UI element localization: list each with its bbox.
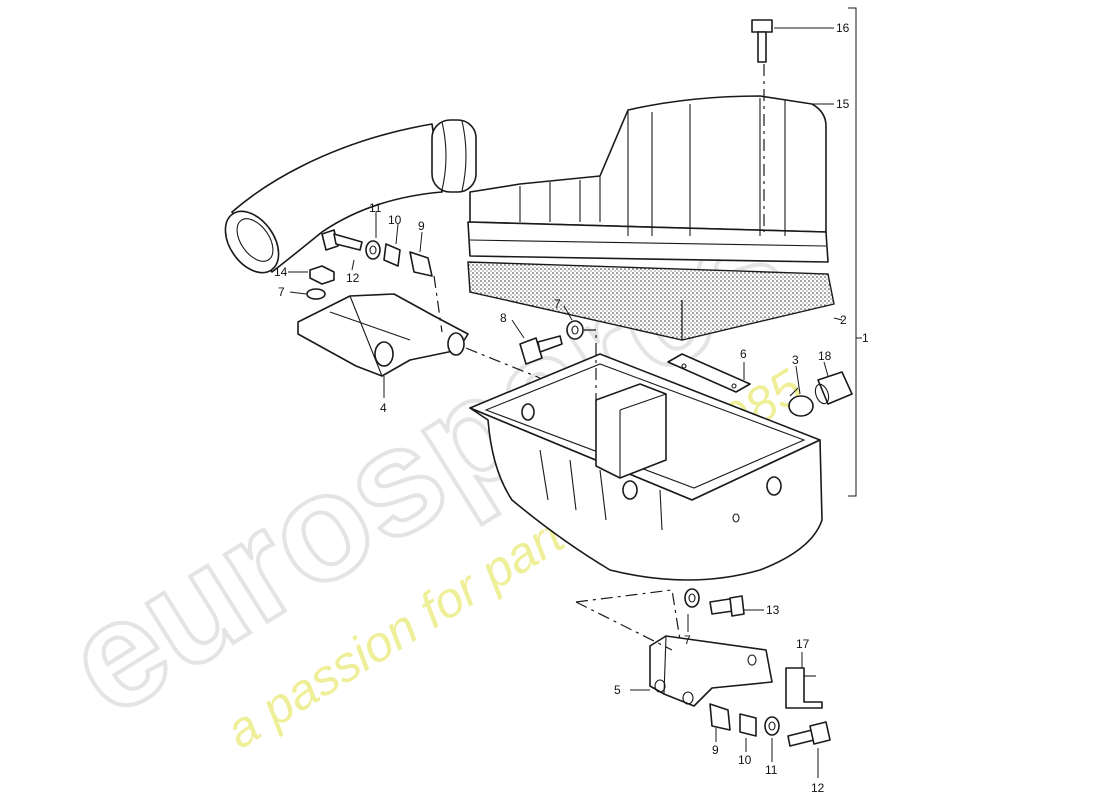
callout-11-upper: 11 [369, 201, 382, 215]
callout-4: 4 [380, 401, 387, 415]
callout-15: 15 [836, 97, 850, 111]
callout-9-lower: 9 [712, 743, 719, 757]
gasket [667, 353, 751, 393]
callout-1: 1 [862, 331, 869, 345]
callout-11-lower: 11 [765, 763, 778, 777]
intake-duct [224, 119, 477, 274]
callout-9-upper: 9 [418, 219, 425, 233]
mount-bracket-right [649, 635, 773, 707]
small-parts [306, 19, 853, 747]
mount-bracket-left [297, 293, 469, 377]
callout-16: 16 [836, 21, 850, 35]
leader-lines [288, 27, 843, 778]
callout-8: 8 [500, 311, 507, 325]
callout-10-upper: 10 [388, 213, 402, 227]
callout-3: 3 [792, 353, 799, 367]
callout-18: 18 [818, 349, 832, 363]
callout-12-upper: 12 [346, 271, 360, 285]
upper-housing [467, 95, 829, 263]
callout-13: 13 [766, 603, 780, 617]
callout-7-center: 7 [554, 297, 561, 311]
filter-element [467, 261, 835, 341]
callout-5: 5 [614, 683, 621, 697]
callout-17: 17 [796, 637, 810, 651]
callout-12-lower: 12 [811, 781, 825, 795]
callout-7-upper-left: 7 [278, 285, 285, 299]
callout-10-lower: 10 [738, 753, 752, 767]
callout-labels: 16 15 2 1 11 10 9 12 14 7 4 8 7 6 3 18 7… [274, 21, 869, 795]
callout-2: 2 [840, 313, 847, 327]
lower-housing [469, 353, 823, 581]
assembly-lines [433, 64, 765, 651]
callout-14: 14 [274, 265, 288, 279]
assembly-bracket [848, 7, 857, 497]
callout-6: 6 [740, 347, 747, 361]
callout-7-lower: 7 [684, 633, 691, 647]
